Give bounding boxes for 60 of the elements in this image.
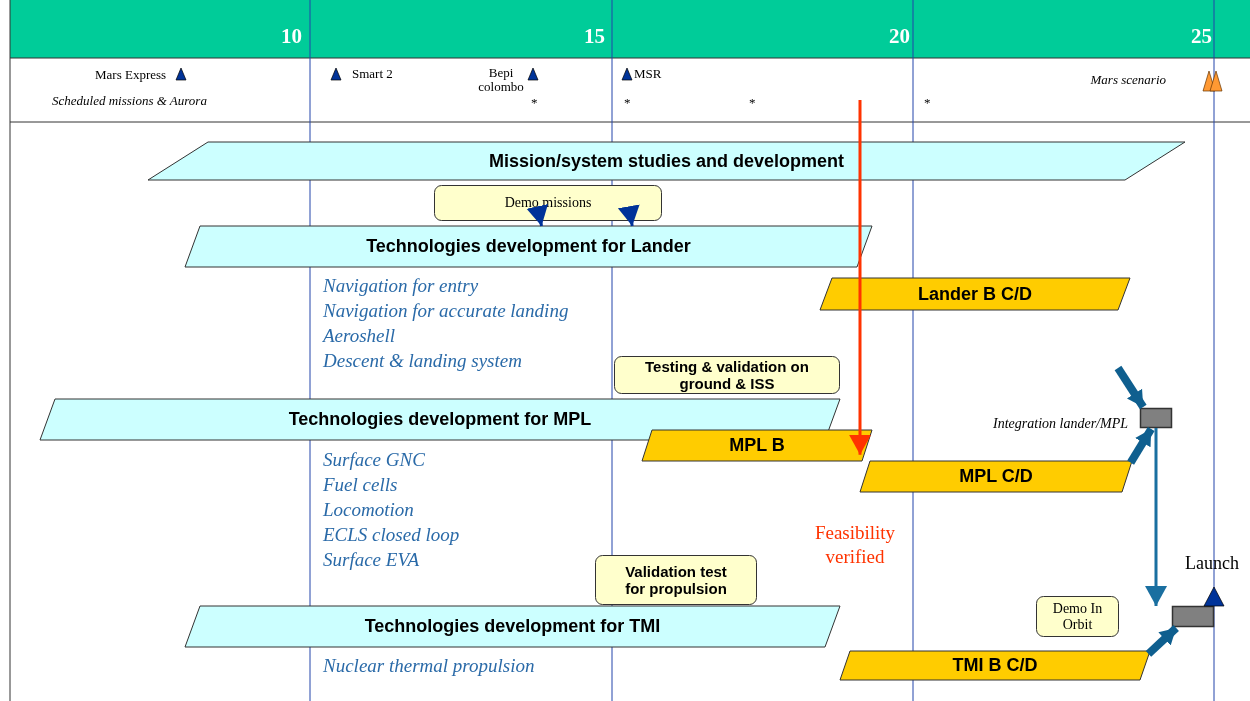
asterisk-mark: *	[624, 95, 631, 111]
phase-bar	[840, 651, 1150, 680]
year-label: 15	[584, 24, 605, 49]
technology-item: Descent & landing system	[323, 350, 522, 372]
milestone-box	[1172, 606, 1214, 627]
milestone-note: Launch	[1185, 553, 1239, 574]
technology-item: Navigation for entry	[323, 275, 479, 297]
bar-title: MPL C/D	[958, 466, 1034, 487]
technology-item: Locomotion	[323, 499, 414, 521]
year-label: 20	[889, 24, 910, 49]
bar-title: Testing & validation on ground & ISS	[644, 358, 810, 392]
milestone-box	[1140, 408, 1172, 428]
arrow	[617, 204, 640, 227]
mission-name: Mars Express	[95, 67, 167, 83]
technology-item: Surface GNC	[323, 449, 425, 471]
bar-title: Technologies development for Lander	[365, 236, 692, 257]
bar-title: Validation test for propulsion	[624, 563, 728, 597]
technology-item: Navigation for accurate landing	[323, 300, 569, 322]
arrow	[1114, 365, 1147, 410]
technology-item: Aeroshell	[323, 325, 396, 347]
year-label: 25	[1191, 24, 1212, 49]
arrow	[849, 100, 872, 455]
bar-title: TMI B C/D	[951, 655, 1039, 676]
arrow	[1145, 625, 1179, 657]
phase-bar	[642, 430, 872, 461]
technology-item: Nuclear thermal propulsion	[323, 655, 535, 677]
mission-name: Bepi colombo	[478, 66, 524, 95]
task-bar	[148, 142, 1185, 180]
task-bar	[40, 399, 840, 440]
technology-item: Surface EVA	[323, 549, 420, 571]
mission-name: Smart 2	[352, 66, 393, 82]
year-label: 10	[281, 24, 302, 49]
arrow	[1145, 428, 1168, 606]
bar-title: MPL B	[728, 435, 786, 456]
bar-title: Technologies development for MPL	[287, 409, 593, 430]
bar-title: Demo missions	[503, 195, 593, 211]
bar-title: Demo In Orbit	[1051, 600, 1104, 633]
bar-title: Lander B C/D	[917, 283, 1033, 305]
phase-bar	[860, 461, 1132, 492]
note-box	[614, 356, 840, 394]
technology-item: Fuel cells	[323, 474, 398, 496]
bar-title: Technologies development for TMI	[363, 616, 662, 637]
row-title: Mars scenario	[1090, 72, 1166, 88]
arrow	[526, 204, 548, 227]
task-bar	[185, 226, 872, 267]
asterisk-mark: *	[924, 95, 931, 111]
note-box	[1036, 596, 1119, 637]
mission-name: MSR	[634, 66, 662, 82]
task-bar	[185, 606, 840, 647]
note-box	[595, 555, 757, 605]
asterisk-mark: *	[531, 95, 538, 111]
phase-bar	[820, 278, 1130, 310]
note-box	[434, 185, 662, 221]
bar-title: Mission/system studies and development	[487, 150, 846, 172]
milestone-note: Feasibility verified	[813, 521, 897, 569]
milestone-caption: Integration lander/MPL	[993, 416, 1128, 432]
asterisk-mark: *	[749, 95, 756, 111]
row-title: Scheduled missions & Aurora	[52, 93, 207, 109]
technology-item: ECLS closed loop	[323, 524, 460, 546]
arrow	[1127, 426, 1155, 465]
